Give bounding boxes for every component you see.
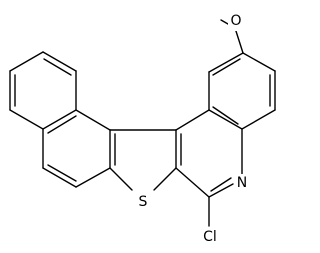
bond-ring-a4	[208, 109, 243, 130]
bond-naph-c3	[9, 51, 44, 72]
bond-ring-n2	[208, 183, 234, 198]
bond-oxygen-ring	[234, 27, 244, 54]
nitrogen-atom-label: N	[237, 175, 247, 191]
sulfur-label-bg	[135, 193, 151, 211]
chemical-structure: O N S Cl	[9, 13, 276, 246]
bond-ring-a1	[242, 52, 276, 72]
nitrogen-label-bg	[234, 174, 250, 192]
chlorine-atom-label: Cl	[203, 229, 217, 245]
bond-naph-b4-inner	[47, 164, 77, 182]
bond-ring-a6-inner	[212, 58, 241, 76]
bond-ring-n5	[175, 109, 210, 131]
bond-naph-b5	[75, 167, 111, 188]
bond-naph-b2	[42, 109, 77, 130]
bond-ring-n2-inner	[210, 177, 232, 192]
structure-canvas: O N S Cl	[9, 13, 276, 246]
chlorine-label-bg	[199, 228, 221, 246]
bond-thiophene-1	[153, 167, 177, 191]
bond-naph-c2	[42, 51, 77, 72]
bond-thiophene-2	[109, 167, 133, 191]
bond-naph-b2-inner	[47, 115, 77, 134]
bonds	[9, 19, 276, 227]
sulfur-atom-label: S	[139, 194, 148, 210]
bond-naph-b4	[42, 167, 77, 188]
bond-ring-n3	[175, 167, 210, 198]
atom-labels: O N S Cl	[135, 13, 250, 246]
bond-ring-a4-inner	[212, 106, 239, 125]
bond-naph-b1	[75, 109, 111, 131]
oxygen-label-bg	[228, 13, 244, 31]
bond-ring-a6	[208, 52, 244, 73]
bond-ring-a3	[241, 109, 276, 130]
bond-naph-c5	[9, 109, 44, 130]
bond-naph-c2-inner	[43, 58, 72, 76]
oxygen-atom-label: O	[230, 13, 241, 29]
